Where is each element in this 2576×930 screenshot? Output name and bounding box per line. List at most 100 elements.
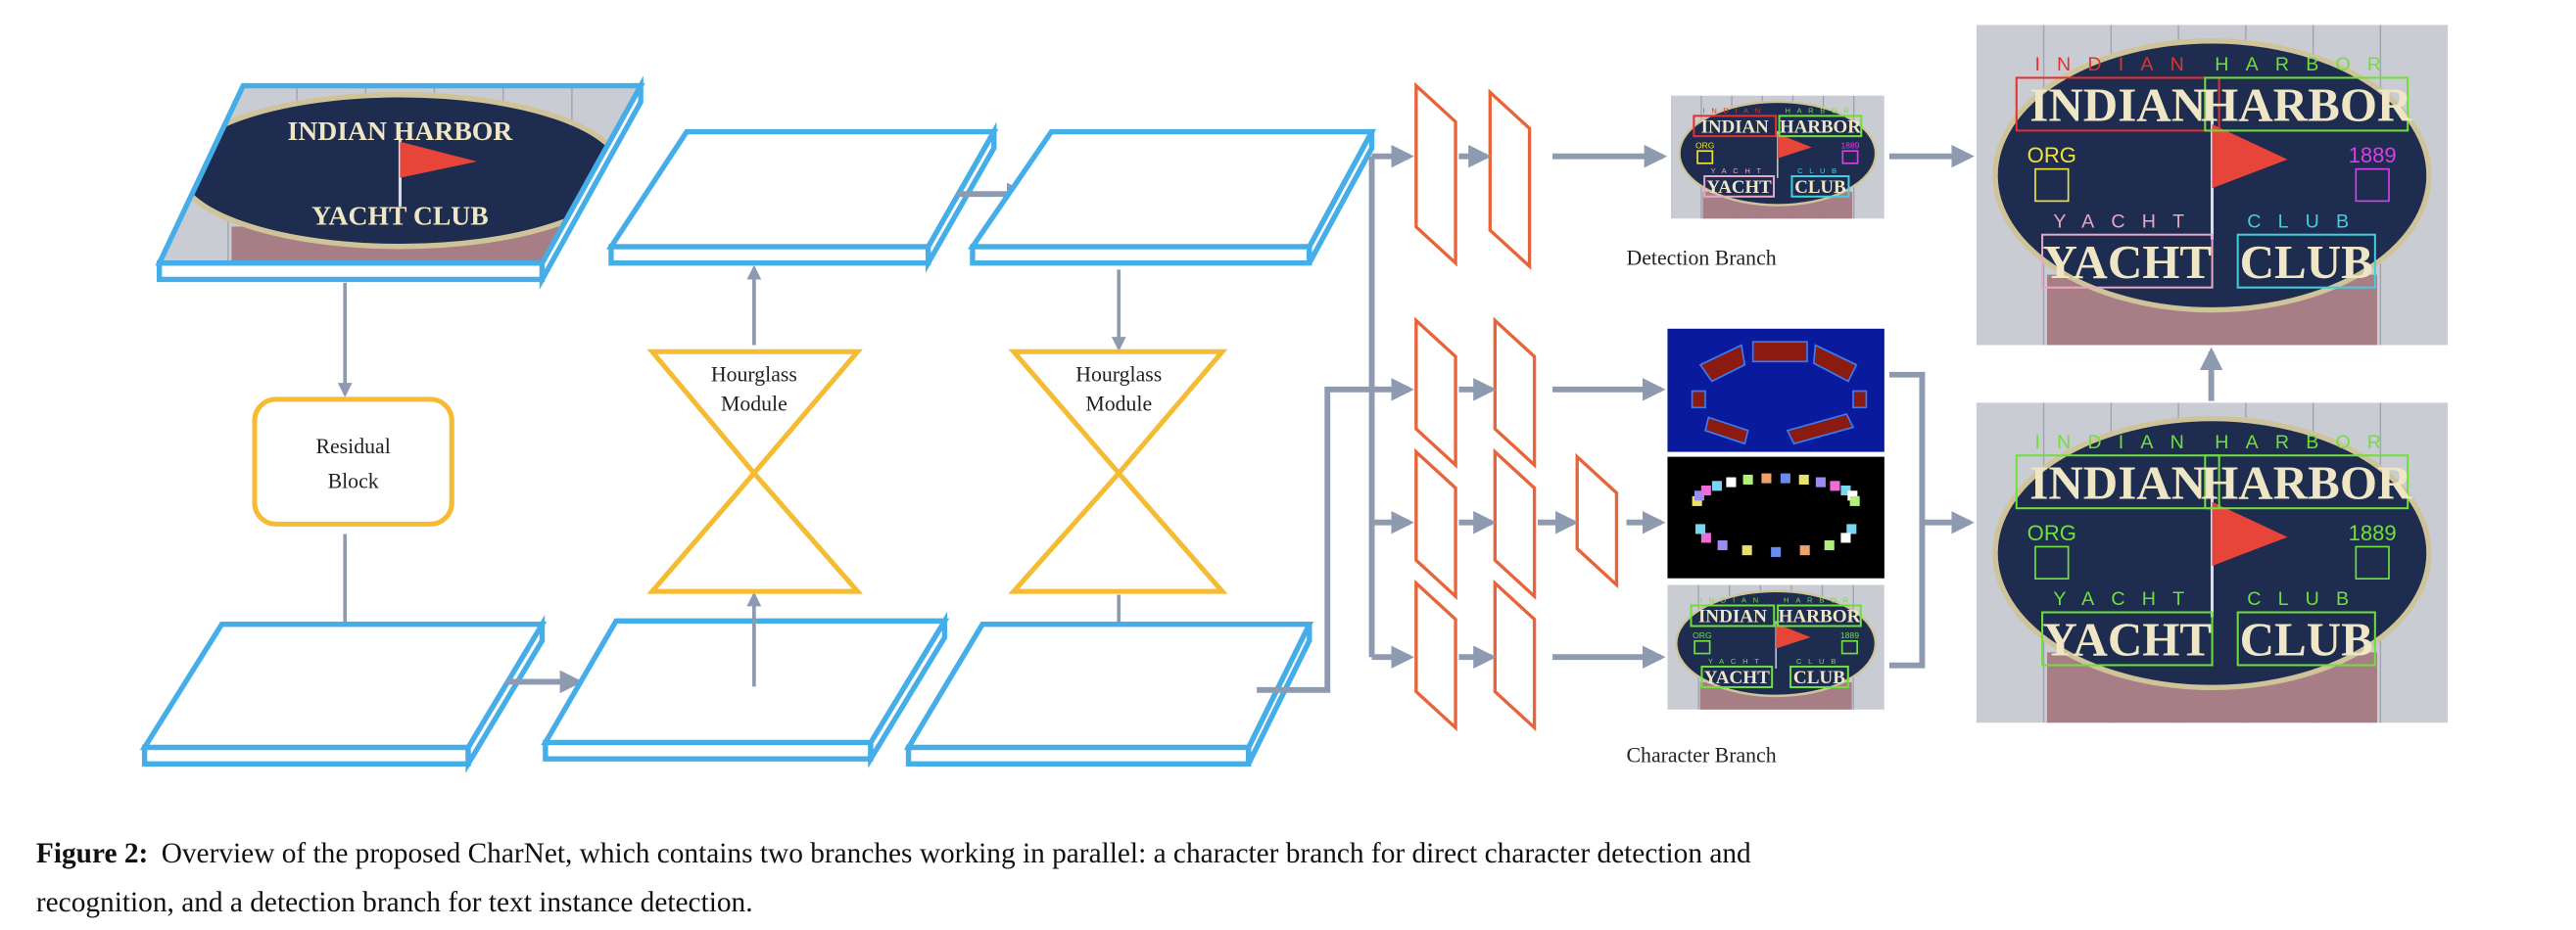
- detection-branch-label: Detection Branch: [1627, 246, 1777, 269]
- sign-photo: INDIANINDIANHARBORHARBORYACHTYACHTCLUBCL…: [1976, 24, 2449, 346]
- final-result-image: INDIANINDIANHARBORHARBORYACHTYACHTCLUBCL…: [1976, 24, 2449, 346]
- small-box: [1696, 150, 1714, 164]
- char-dot: [1771, 546, 1782, 557]
- sign-photo: INDIANINDIANHARBORHARBORYACHTYACHTCLUBCL…: [1670, 95, 1884, 219]
- char-dot: [1847, 490, 1858, 501]
- char-dot: [1692, 495, 1702, 506]
- small-box: [2355, 545, 2390, 580]
- char-labels: HARBOR: [1786, 107, 1856, 116]
- char-dot: [1815, 477, 1826, 488]
- connector: [1888, 371, 1926, 669]
- word-box: [2015, 454, 2220, 510]
- small-label: ORG: [2027, 143, 2076, 167]
- small-box: [2034, 545, 2070, 580]
- word-text: INDIAN: [1701, 116, 1770, 137]
- feature-slab-top-2: [605, 121, 999, 273]
- word-box: [1778, 115, 1863, 138]
- conv-layer: [1488, 88, 1532, 270]
- word-box: [2041, 233, 2214, 289]
- word-text: CLUB: [1793, 668, 1845, 688]
- flag: [400, 141, 478, 178]
- char-dot: [1780, 473, 1790, 484]
- character-result-image: INDIANINDIANHARBORHARBORYACHTYACHTCLUBCL…: [1976, 402, 2449, 723]
- char-dot: [1799, 545, 1810, 556]
- conv-layer: [1414, 447, 1457, 600]
- char-dot: [1700, 533, 1711, 543]
- flag: [2212, 501, 2288, 567]
- word-box: [2204, 454, 2409, 510]
- sign-text-line1: INDIAN HARBOR: [288, 116, 514, 146]
- character-output-image: INDIANINDIANHARBORHARBORYACHTYACHTCLUBCL…: [1667, 584, 1884, 710]
- sign-photo: INDIANINDIANHARBORHARBORYACHTYACHTCLUBCL…: [1976, 402, 2449, 723]
- char-dot: [1717, 539, 1728, 551]
- hourglass-2-label-2: Module: [1085, 393, 1152, 416]
- word-text: INDIAN: [2029, 455, 2206, 509]
- sign-photo: INDIAN HARBOR YACHT CLUB: [159, 85, 642, 263]
- word-box: [1777, 604, 1862, 628]
- word-text: INDIAN: [1698, 607, 1767, 628]
- char-dot: [1726, 477, 1737, 488]
- sign-photo: INDIANINDIANHARBORHARBORYACHTYACHTCLUBCL…: [1667, 584, 1884, 710]
- feature-slab-bottom-3: [903, 622, 1314, 767]
- char-labels: HARBOR: [1784, 596, 1855, 605]
- word-text: CLUB: [2240, 613, 2373, 667]
- word-text: HARBOR: [2201, 455, 2412, 509]
- word-text: CLUB: [1794, 177, 1846, 198]
- small-label: ORG: [2027, 521, 2076, 545]
- hourglass-1-label-1: Hourglass: [711, 362, 797, 386]
- char-dot: [1846, 524, 1857, 535]
- char-labels: YACHT: [2053, 210, 2201, 232]
- feature-slab-bottom-2: [541, 611, 950, 768]
- char-dot: [1700, 485, 1711, 496]
- char-dot: [1840, 533, 1851, 543]
- flag: [1777, 133, 1812, 159]
- input-feature-slab: INDIAN HARBOR YACHT CLUB: [155, 75, 645, 290]
- char-dot: [1849, 495, 1860, 506]
- residual-block: Residual Block: [252, 396, 454, 527]
- word-text: YACHT: [1706, 177, 1772, 198]
- word-box: [1789, 665, 1849, 688]
- conv-layer: [1414, 316, 1457, 469]
- word-box: [2236, 233, 2376, 289]
- conv-layer: [1493, 579, 1537, 732]
- char-dot: [1840, 485, 1851, 496]
- small-box: [1840, 639, 1859, 655]
- connector: [1257, 378, 1414, 693]
- sign-text-line2: YACHT CLUB: [311, 201, 489, 231]
- conv-layer: [1414, 579, 1457, 732]
- small-box: [2355, 167, 2390, 203]
- small-box: [1693, 639, 1711, 655]
- char-dot: [1798, 474, 1809, 485]
- word-box: [2041, 611, 2214, 667]
- flag: [2212, 123, 2288, 189]
- char-labels: YACHT: [1708, 657, 1766, 666]
- small-label: ORG: [1693, 630, 1712, 640]
- word-box: [2015, 76, 2220, 132]
- word-text: HARBOR: [1779, 607, 1861, 628]
- word-text: HARBOR: [1780, 116, 1861, 137]
- char-dot: [1761, 473, 1772, 484]
- input-image: INDIAN HARBOR YACHT CLUB: [159, 85, 642, 263]
- char-labels: HARBOR: [2215, 54, 2398, 75]
- small-label: 1889: [1840, 630, 1859, 640]
- conv-layer: [1493, 316, 1537, 469]
- word-box: [1790, 174, 1850, 198]
- small-box: [1841, 150, 1859, 164]
- word-box: [1700, 665, 1774, 688]
- char-dot: [1830, 481, 1840, 491]
- word-box: [1693, 115, 1778, 138]
- residual-label-1: Residual: [315, 435, 390, 458]
- char-labels: INDIAN: [2034, 432, 2201, 453]
- conv-layer: [1493, 447, 1537, 600]
- character-branch-label: Character Branch: [1627, 744, 1777, 767]
- char-labels: INDIAN: [2034, 54, 2201, 75]
- word-text: YACHT: [1704, 668, 1771, 688]
- char-labels: YACHT: [2053, 588, 2201, 610]
- word-text: CLUB: [2240, 235, 2373, 289]
- char-labels: YACHT: [1711, 166, 1768, 175]
- hourglass-module-1: Hourglass Module: [646, 349, 864, 594]
- char-labels: CLUB: [2247, 588, 2365, 610]
- word-text: YACHT: [2043, 235, 2213, 289]
- character-map-image: [1667, 456, 1884, 579]
- caption-text-1: Overview of the proposed CharNet, which …: [162, 838, 1751, 869]
